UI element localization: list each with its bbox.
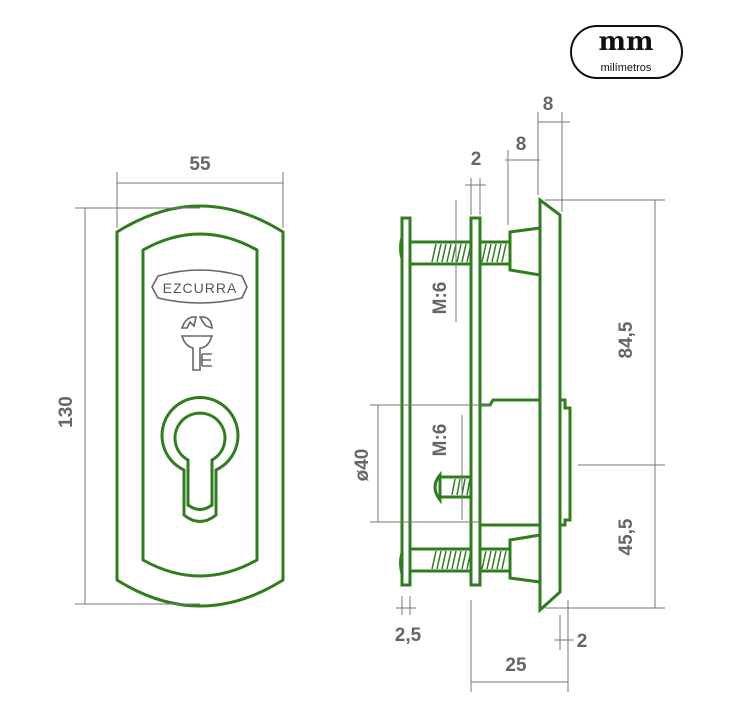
dim-front-plate-thickness: 2,5 <box>395 625 422 646</box>
ezcurra-badge: EZCURRA <box>151 269 248 304</box>
thread-top <box>431 243 507 263</box>
side-dimensions: 8 8 2 M:6 M:6 ø40 84,5 45,5 2,5 2 25 <box>352 94 665 692</box>
dim-side-top-right: 8 <box>543 94 554 115</box>
front-view: EZCURRA <box>115 204 285 608</box>
dim-escutcheon-thickness: 2 <box>577 631 588 652</box>
dim-screw-top: M:6 <box>430 282 451 315</box>
logo-subtitle: milímetros <box>601 62 652 74</box>
dim-cylinder-diameter: ø40 <box>352 449 373 482</box>
mm-logo: mm milímetros <box>570 25 683 79</box>
brand-badge-text: EZCURRA <box>163 280 238 296</box>
front-dimensions: 55 130 <box>56 154 284 605</box>
dim-lower-height: 45,5 <box>616 518 637 555</box>
dim-side-top-left: 8 <box>516 134 527 155</box>
cylinder-hole <box>160 396 240 523</box>
dim-screw-middle: M:6 <box>430 424 451 457</box>
side-view <box>399 197 572 614</box>
dim-upper-height: 84,5 <box>616 321 637 358</box>
logo-mark: mm <box>598 27 653 57</box>
dim-front-width: 55 <box>189 154 211 175</box>
dim-total-depth: 25 <box>505 655 527 676</box>
dim-plate-thickness: 2 <box>471 149 482 170</box>
dim-front-height: 130 <box>56 396 77 428</box>
key-logo-icon <box>180 316 214 371</box>
